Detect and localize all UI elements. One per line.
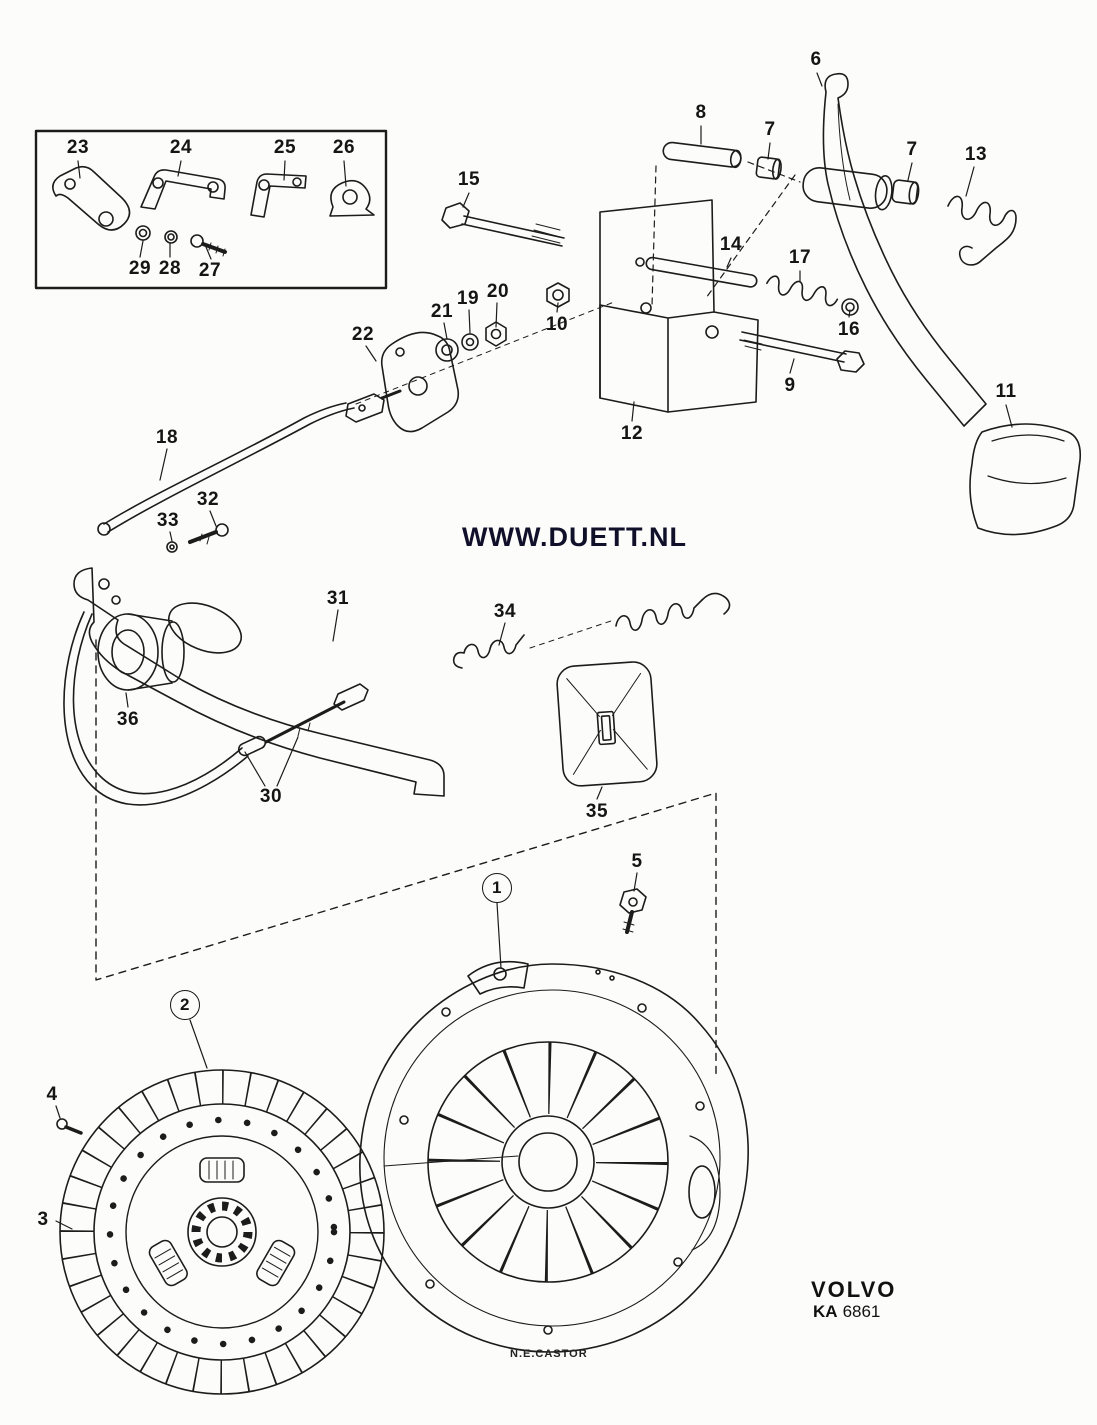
- part-callout-34-28: 34: [493, 601, 517, 622]
- inset-box-brackets: [34, 129, 388, 290]
- part-callout-12-18: 12: [620, 423, 644, 444]
- brand-logo-text: VOLVO: [811, 1277, 897, 1302]
- part-callout-6-10: 6: [810, 49, 822, 70]
- part-callout-19-21: 19: [456, 288, 480, 309]
- part-callout-17-14: 17: [788, 247, 812, 268]
- part-callout-35-31: 35: [585, 801, 609, 822]
- part-callout-15-7: 15: [457, 169, 481, 190]
- pressure-plate: [359, 888, 749, 1353]
- part-callout-22-23: 22: [351, 324, 375, 345]
- drawing-code-prefix: KA: [813, 1302, 838, 1321]
- part-callout-31-27: 31: [326, 588, 350, 609]
- part-callout-3-36: 3: [37, 1209, 49, 1230]
- part-callout-1-32: 1: [482, 873, 512, 903]
- clutch-disc: [56, 1069, 385, 1395]
- release-fork-assembly: [63, 523, 731, 806]
- part-callout-10-15: 10: [545, 314, 569, 335]
- illustrator-credit: N.E.CASTOR: [510, 1348, 588, 1360]
- part-callout-14-13: 14: [719, 234, 743, 255]
- part-callout-26-3: 26: [332, 137, 356, 158]
- drawing-code-number: 6861: [842, 1302, 881, 1321]
- part-callout-23-0: 23: [66, 137, 90, 158]
- part-callout-5-33: 5: [631, 851, 643, 872]
- part-callout-2-34: 2: [170, 990, 200, 1020]
- part-callout-9-17: 9: [784, 375, 796, 396]
- part-callout-29-4: 29: [128, 258, 152, 279]
- part-callout-18-24: 18: [155, 427, 179, 448]
- part-callout-7-11: 7: [906, 139, 918, 160]
- part-callout-21-20: 21: [430, 301, 454, 322]
- part-callout-27-6: 27: [198, 260, 222, 281]
- alignment-dashed-outline: [95, 639, 717, 1079]
- part-callout-24-1: 24: [169, 137, 193, 158]
- pedal-assembly: [441, 72, 1082, 536]
- watermark-text: WWW.DUETT.NL: [462, 522, 687, 552]
- part-callout-13-12: 13: [964, 144, 988, 165]
- part-callout-28-5: 28: [158, 258, 182, 279]
- part-callout-16-16: 16: [837, 319, 861, 340]
- part-callout-20-22: 20: [486, 281, 510, 302]
- part-callout-36-29: 36: [116, 709, 140, 730]
- part-callout-7-9: 7: [764, 119, 776, 140]
- clutch-cable-upper: [97, 301, 615, 536]
- part-callout-8-8: 8: [695, 102, 707, 123]
- part-callout-33-26: 33: [156, 510, 180, 531]
- part-callout-32-25: 32: [196, 489, 220, 510]
- part-callout-30-30: 30: [259, 786, 283, 807]
- part-callout-4-35: 4: [46, 1084, 58, 1105]
- part-callout-11-19: 11: [995, 381, 1017, 402]
- part-callout-25-2: 25: [273, 137, 297, 158]
- leader-lines: [55, 72, 1013, 1230]
